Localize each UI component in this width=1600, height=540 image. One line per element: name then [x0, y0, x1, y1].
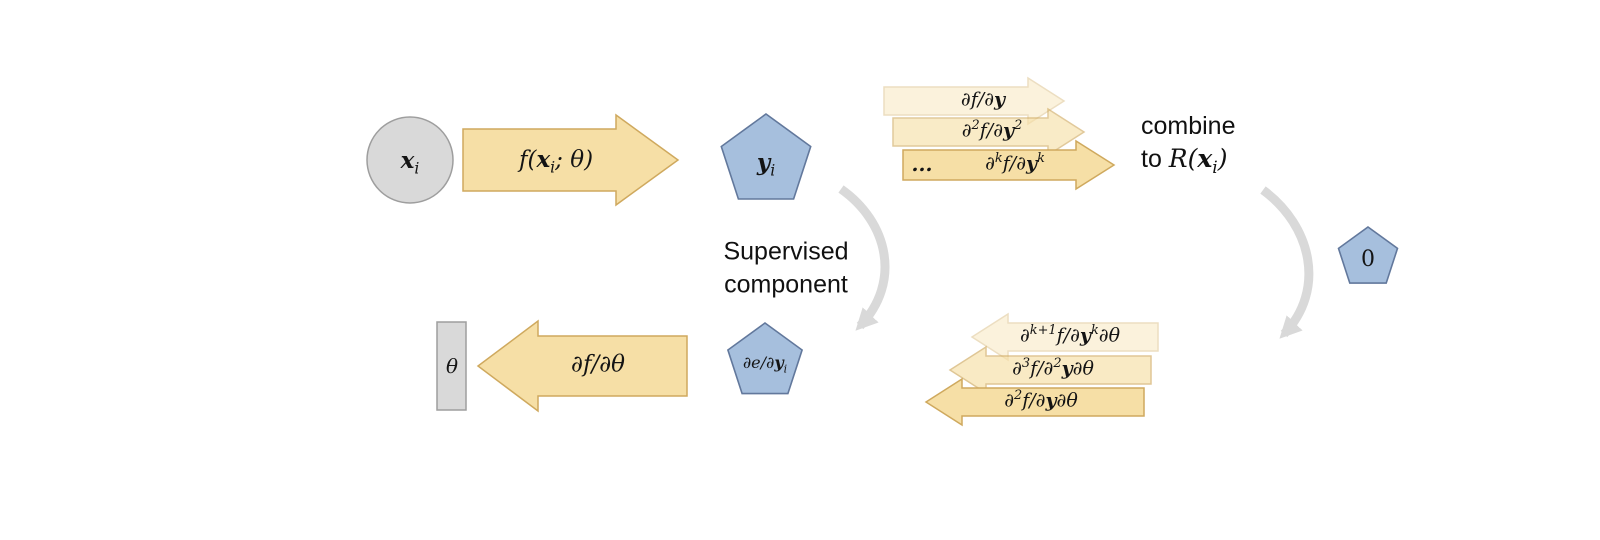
- zero-pentagon: [1337, 226, 1399, 284]
- zero-label: 0: [1361, 246, 1375, 272]
- supervised-line1: Supervised: [723, 237, 849, 266]
- mixed-derivative-arrow-2: [948, 345, 1152, 395]
- error-gradient-pentagon: [726, 322, 804, 395]
- derivative-arrow-stack: [883, 76, 1116, 191]
- combine-line1: combine: [1141, 112, 1236, 140]
- backward-gradient-arrow-label: ∂f/∂θ: [571, 351, 625, 378]
- derivative-arrow-2-label: ∂2f/∂y2: [961, 118, 1023, 142]
- supervised-line2: component: [724, 270, 848, 298]
- mixed-derivative-arrow-3: [924, 377, 1145, 427]
- derivative-arrow-1-label: ∂f/∂y: [960, 88, 1006, 111]
- derivative-arrow-3-label: ∂kf/∂yk: [985, 151, 1045, 175]
- combine-annotation: combine to R(xi): [1141, 110, 1236, 178]
- derivative-arrow-2: [892, 107, 1086, 157]
- derivative-arrow-3-dots: ...: [911, 152, 933, 176]
- theta-rect: [436, 321, 467, 411]
- derivative-arrow-1: [883, 76, 1066, 126]
- input-node-circle: [366, 116, 454, 204]
- backward-gradient-arrow: [476, 319, 688, 413]
- supervised-annotation: Supervised component: [723, 236, 848, 301]
- mixed-derivative-arrow-1-label: ∂k+1f/∂yk∂θ: [1019, 323, 1121, 347]
- mixed-derivative-arrow-stack: [924, 312, 1159, 427]
- forward-model-arrow-label: f(xi; θ): [518, 145, 594, 177]
- input-label: xi: [400, 146, 420, 178]
- mixed-derivative-arrow-1: [970, 312, 1159, 362]
- mixed-derivative-arrow-3-label: ∂2f/∂y∂θ: [1004, 388, 1078, 412]
- combine-line2-prefix: to: [1141, 144, 1169, 173]
- error-gradient-label: ∂e/∂yi: [742, 353, 788, 376]
- combine-line2: to R(xi): [1141, 143, 1236, 178]
- supervised-curved-arrow: [838, 185, 890, 331]
- theta-label: θ: [445, 354, 459, 378]
- output-pentagon: [720, 113, 812, 200]
- derivative-arrow-3: [902, 139, 1116, 191]
- regularizer-curved-arrow: [1260, 186, 1314, 339]
- combine-line2-math: R(xi): [1168, 143, 1228, 178]
- mixed-derivative-arrow-2-label: ∂3f/∂2y∂θ: [1012, 356, 1094, 380]
- forward-model-arrow: [462, 113, 680, 207]
- output-label: yi: [756, 148, 776, 180]
